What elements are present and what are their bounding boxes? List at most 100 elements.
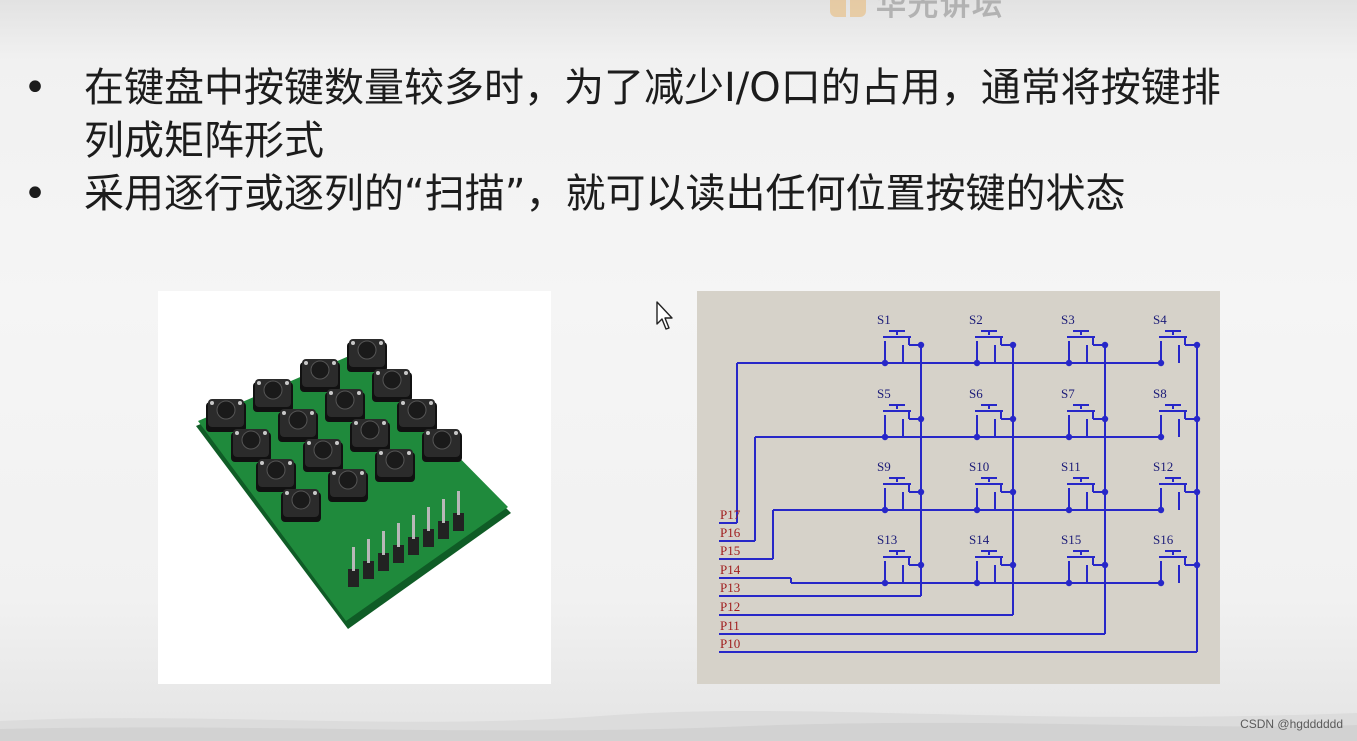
junction-dot: [881, 506, 889, 514]
key-lead: [304, 361, 308, 365]
junction-dot: [1009, 488, 1017, 496]
key-lead: [263, 431, 267, 435]
switch-label: S2: [969, 312, 983, 327]
switch-label: S4: [1153, 312, 1167, 327]
junction-dot: [1157, 579, 1165, 587]
switch-label: S7: [1061, 386, 1075, 401]
junction-dot: [917, 415, 925, 423]
bullet-line: 采用逐行或逐列的“扫描”，就可以读出任何位置按键的状态: [84, 171, 1126, 217]
junction-dot: [1193, 488, 1201, 496]
key-lead: [310, 411, 314, 415]
keypad-photo: [158, 291, 551, 684]
key-cap: [432, 430, 452, 450]
junction-dot: [1065, 579, 1073, 587]
switch-label: S5: [877, 386, 891, 401]
junction-dot: [881, 579, 889, 587]
key-lead: [285, 381, 289, 385]
junction-dot: [973, 433, 981, 441]
key-lead: [426, 431, 430, 435]
logo-text: 华光讲坛: [876, 0, 1004, 23]
pin-metal: [442, 499, 445, 523]
junction-dot: [1065, 506, 1073, 514]
key-lead: [332, 361, 336, 365]
key-cap: [263, 380, 283, 400]
key-lead: [354, 421, 358, 425]
logo-mark-icon: [830, 0, 866, 17]
switch-label: S8: [1153, 386, 1167, 401]
key-lead: [210, 401, 214, 405]
key-cap: [216, 400, 236, 420]
key-lead: [238, 401, 242, 405]
keypad-illustration: [196, 339, 511, 629]
junction-dot: [1157, 359, 1165, 367]
switch-label: S12: [1153, 459, 1173, 474]
bullet-list: • 在键盘中按键数量较多时，为了减少I/O口的占用，通常将按键排 列成矩阵形式 …: [20, 62, 1357, 221]
header-pin: [363, 561, 374, 579]
junction-dot: [1009, 561, 1017, 569]
key-lead: [379, 341, 383, 345]
key-cap: [335, 390, 355, 410]
junction-dot: [973, 506, 981, 514]
header-pin: [348, 569, 359, 587]
junction-dot: [881, 359, 889, 367]
port-label: P14: [720, 562, 741, 577]
key-cap: [313, 440, 333, 460]
key-lead: [429, 401, 433, 405]
junction-dot: [1009, 341, 1017, 349]
key-cap: [382, 370, 402, 390]
junction-dot: [1157, 433, 1165, 441]
junction-dot: [1193, 561, 1201, 569]
switch-label: S15: [1061, 532, 1081, 547]
bullet-item-2: • 采用逐行或逐列的“扫描”，就可以读出任何位置按键的状态: [20, 168, 1357, 221]
pin-metal: [382, 531, 385, 555]
key-lead: [454, 431, 458, 435]
junction-dot: [917, 341, 925, 349]
switch-label: S16: [1153, 532, 1174, 547]
header-pin: [408, 537, 419, 555]
key-cap: [266, 460, 286, 480]
junction-dot: [1193, 341, 1201, 349]
key-lead: [332, 471, 336, 475]
key-lead: [357, 391, 361, 395]
port-label: P12: [720, 599, 740, 614]
key-lead: [307, 441, 311, 445]
top-logo: 华光讲坛: [830, 0, 1004, 23]
key-cap: [338, 470, 358, 490]
junction-dot: [1009, 415, 1017, 423]
key-lead: [401, 401, 405, 405]
switch-label: S9: [877, 459, 891, 474]
watermark: CSDN @hgdddddd: [1240, 717, 1343, 731]
key-lead: [282, 411, 286, 415]
key-cap: [385, 450, 405, 470]
key-lead: [285, 491, 289, 495]
port-label: P15: [720, 543, 740, 558]
switch-label: S6: [969, 386, 983, 401]
pin-metal: [352, 547, 355, 571]
key-cap: [360, 420, 380, 440]
junction-dot: [917, 488, 925, 496]
key-lead: [379, 451, 383, 455]
port-label: P16: [720, 525, 741, 540]
key-lead: [257, 381, 261, 385]
bullet-line: 列成矩阵形式: [84, 118, 324, 164]
switch-label: S11: [1061, 459, 1081, 474]
header-pin: [423, 529, 434, 547]
key-lead: [335, 441, 339, 445]
switch-label: S1: [877, 312, 891, 327]
key-cap: [407, 400, 427, 420]
key-lead: [360, 471, 364, 475]
header-pin: [378, 553, 389, 571]
header-pin: [393, 545, 404, 563]
key-cap: [291, 490, 311, 510]
junction-dot: [1101, 415, 1109, 423]
decorative-wave: [0, 711, 1357, 741]
port-label: P13: [720, 580, 740, 595]
junction-dot: [973, 359, 981, 367]
bullet-dot: •: [23, 171, 47, 217]
key-lead: [235, 431, 239, 435]
junction-dot: [1065, 433, 1073, 441]
key-lead: [288, 461, 292, 465]
junction-dot: [917, 561, 925, 569]
